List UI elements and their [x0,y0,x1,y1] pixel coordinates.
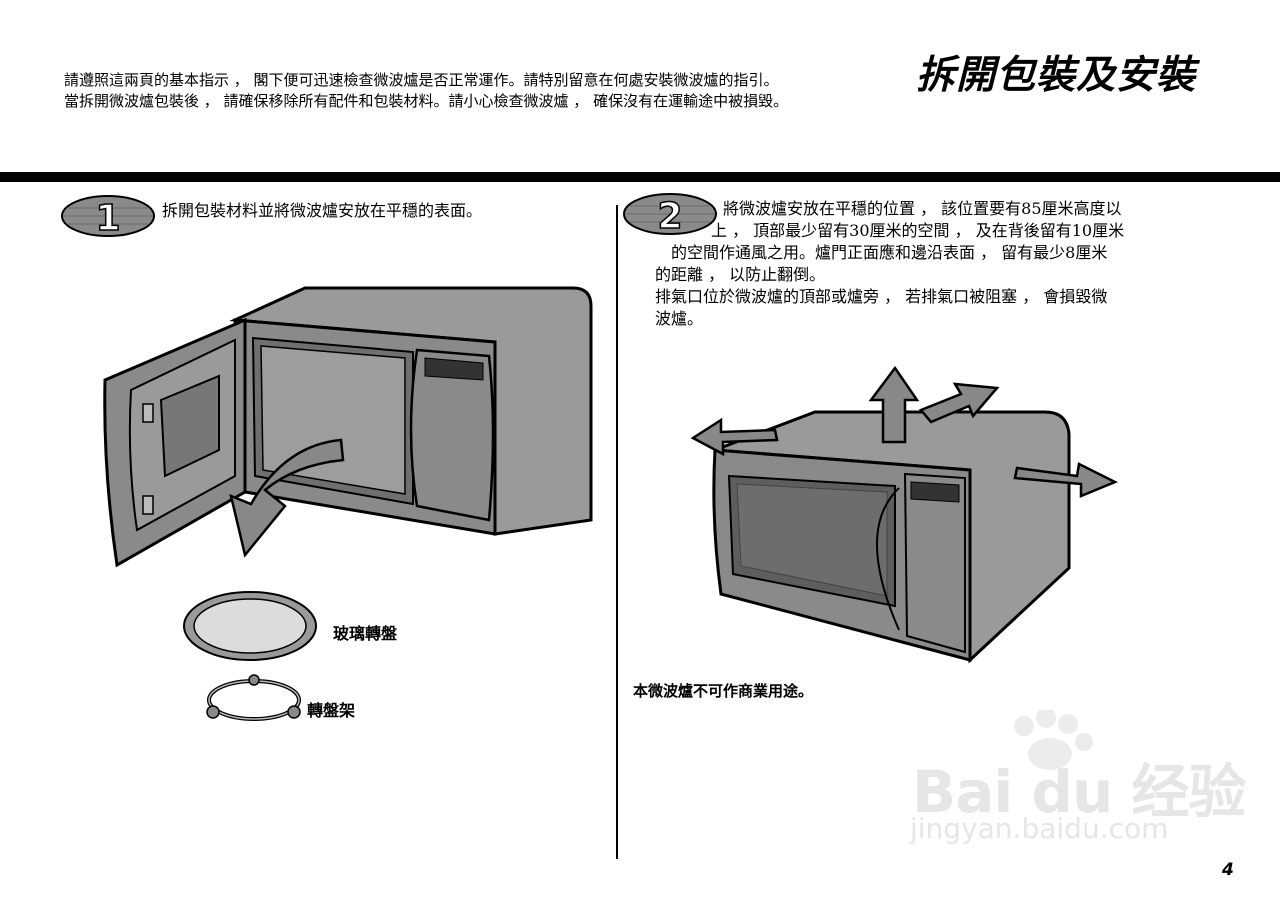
open-microwave-illustration [103,286,593,568]
header-rule [0,172,1280,182]
column-divider [616,205,618,859]
step-2-badge: 2 [623,193,717,236]
step-2-line-6: 波爐。 [655,309,704,328]
page-title: 拆開包裝及安裝 [916,53,1197,98]
turntable-ring-label: 轉盤架 [307,701,356,720]
step-2-line-4: 的距離 ， 以防止翻倒。 [655,265,826,284]
paw-logo-icon [1014,710,1093,770]
turntable-illustration [183,591,317,721]
step-2-text: 將微波爐安放在平穩的位置 ， 該位置要有85厘米高度以 上 ， 頂部最少留有30… [655,198,1215,330]
intro-line-1: 請遵照這兩頁的基本指示 ， 閣下便可迅速檢查微波爐是否正常運作。請特別留意在何處… [64,71,779,89]
microwave-clearance-illustration [690,365,1119,664]
step-2-line-1: 將微波爐安放在平穩的位置 ， 該位置要有85厘米高度以 [723,199,1122,218]
step-2-line-5: 排氣口位於微波爐的頂部或爐旁 ， 若排氣口被阻塞 ， 會損毀微 [655,287,1108,306]
step-2-line-2: 上 ， 頂部最少留有30厘米的空間 ， 及在背後留有10厘米 [711,221,1125,240]
page-number: 4 [1222,860,1234,880]
step-1-text: 拆開包裝材料並將微波爐安放在平穩的表面。 [162,201,483,220]
intro-line-2: 當拆開微波爐包裝後 ， 請確保移除所有配件和包裝材料。請小心檢查微波爐 ， 確保… [64,92,789,110]
watermark-word: Bai du 经验 [912,758,1246,826]
watermark-url: jingyan.baidu.com [910,812,1169,845]
step-2-line-3: 的空間作通風之用。爐門正面應和邊沿表面 ， 留有最少8厘米 [671,243,1108,262]
step-2-number: 2 [657,196,682,236]
intro-text: 請遵照這兩頁的基本指示 ， 閣下便可迅速檢查微波爐是否正常運作。請特別留意在何處… [64,70,904,112]
commercial-use-note: 本微波爐不可作商業用途。 [633,682,814,700]
glass-tray-label: 玻璃轉盤 [333,624,398,643]
step-1-badge: 1 [61,195,155,238]
step-1-number: 1 [95,198,120,238]
